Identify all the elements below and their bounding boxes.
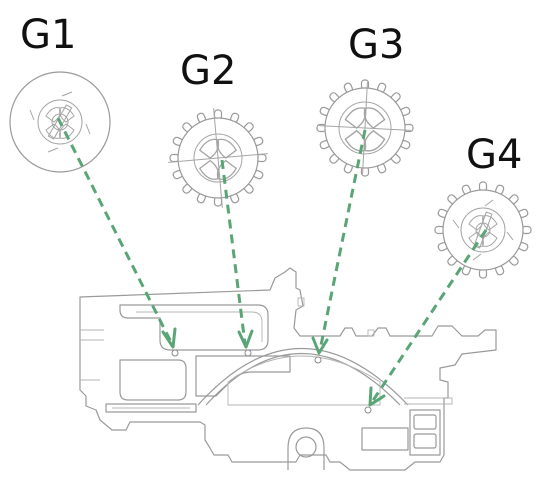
arrow-g3 [318, 129, 367, 351]
gear-housing [79, 267, 497, 471]
gear-label-g3: G3 [348, 22, 404, 68]
assembly-arrows [56, 117, 488, 407]
arrow-head-g1 [161, 327, 177, 349]
mount-point-g3 [314, 356, 322, 364]
arrow-g2 [220, 159, 247, 345]
gear-label-g1: G1 [20, 12, 76, 58]
mount-point-g1 [171, 349, 179, 357]
gear-icon-g4 [442, 189, 524, 271]
gear-icon-g2 [168, 108, 268, 208]
mount-point-g4 [364, 406, 372, 414]
arrow-head-g3 [311, 336, 329, 355]
arrow-g4 [370, 229, 488, 403]
arrow-head-g2 [237, 329, 254, 349]
gear-label-g2: G2 [180, 48, 236, 94]
mount-point-g2 [244, 349, 252, 357]
gear-icon-g3 [319, 82, 411, 174]
arrow-head-g4 [368, 386, 386, 407]
gear-label-g4: G4 [466, 132, 522, 178]
arrow-g1 [56, 117, 174, 345]
